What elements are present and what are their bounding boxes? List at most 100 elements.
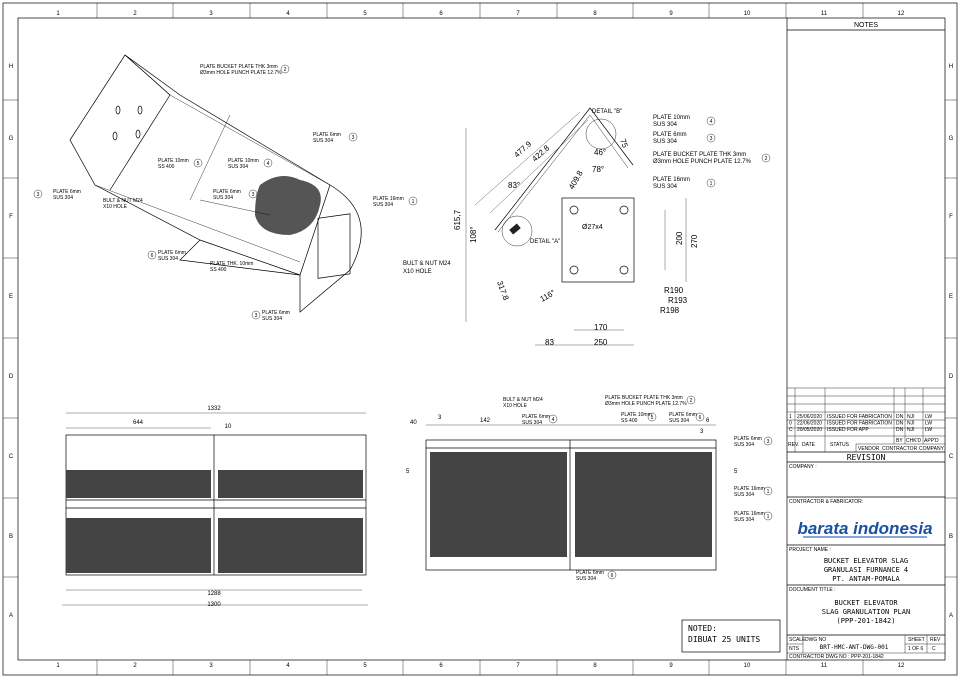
- header-appd: APP'D: [924, 438, 939, 444]
- callout-text: PLATE 6mm: [313, 132, 341, 138]
- callout-text: PLATE 6mm: [669, 412, 697, 418]
- callout-text: SUS 304: [669, 418, 689, 424]
- balloon: [607, 570, 617, 580]
- header-company: COMPANY: [919, 446, 945, 452]
- rev-status: ISSUED FOR FABRICATION: [827, 421, 892, 427]
- column-number: 1: [56, 663, 60, 669]
- rev-approved: LW: [925, 427, 932, 433]
- noted-text: DIBUAT 25 UNITS: [688, 635, 760, 644]
- callout-text: SUS 304: [734, 442, 754, 448]
- callout-text: PLATE 6mm: [734, 436, 762, 442]
- column-number: 1: [56, 11, 60, 17]
- dimension-value: 83: [545, 338, 554, 347]
- project-line: PT. ANTAM-POMALA: [832, 575, 900, 583]
- callout-text: PLATE 16mm: [734, 511, 765, 517]
- balloon: [408, 196, 418, 206]
- sheet-label: SHEET: [908, 637, 925, 643]
- notes-header: NOTES: [854, 22, 878, 29]
- callout-text: SUS 304: [734, 492, 754, 498]
- rev-checked: NJI: [907, 414, 915, 420]
- callout-text: SUS 304: [653, 139, 678, 145]
- dimension-value: 78°: [592, 165, 604, 174]
- balloon: [706, 133, 716, 143]
- callout-text: BULT & NUT M24: [103, 198, 143, 204]
- dimension-value: 40: [410, 420, 417, 426]
- header-date: DATE: [802, 442, 816, 448]
- detail-b-label: DETAIL "B": [592, 109, 622, 115]
- dimension-value: 83°: [508, 181, 520, 190]
- rev-by: DN: [896, 414, 904, 420]
- rev-number: 0: [789, 421, 792, 427]
- contractor-dwg-no: CONTRACTOR DWG NO : PPP-201-1842: [789, 654, 884, 660]
- balloon-number: 3: [767, 439, 770, 445]
- balloon-number: 2: [690, 398, 693, 404]
- dimension-value: 75: [618, 138, 630, 150]
- doc-line: BUCKET ELEVATOR: [834, 599, 898, 607]
- rev-status: ISSUED FOR APP: [827, 427, 869, 433]
- dimension-value: 1288: [207, 591, 221, 597]
- callout-text: PLATE 6mm: [53, 189, 81, 195]
- mount-plate: [561, 197, 635, 283]
- column-number: 12: [898, 11, 905, 17]
- row-letter: F: [9, 214, 13, 220]
- callout-text: Ø3mm HOLE PUNCH PLATE 12.7%: [605, 401, 687, 407]
- dimension-value: 317.8: [495, 280, 510, 302]
- bolt-label: BULT & NUT M24: [403, 261, 451, 267]
- row-letter: G: [949, 136, 954, 142]
- column-number: 2: [133, 11, 137, 17]
- callout-text: BULT & NUT M24: [503, 397, 543, 403]
- rev-by: DN: [896, 427, 904, 433]
- dimension-value: 200: [675, 231, 684, 245]
- callout-text: PLATE 6mm: [576, 570, 604, 576]
- balloon: [647, 412, 657, 422]
- balloon-number: 1: [412, 199, 415, 205]
- column-number: 5: [363, 663, 367, 669]
- callout-text: SUS 304: [734, 517, 754, 523]
- dimension-value: 5: [406, 469, 410, 475]
- column-number: 7: [516, 663, 520, 669]
- callout-text: PLATE BUCKET PLATE THK 3mm: [605, 395, 683, 401]
- rev-label: REV: [930, 637, 941, 643]
- balloon-number: 6: [611, 573, 614, 579]
- callout-text: PLATE 16mm: [734, 486, 765, 492]
- row-letter: B: [949, 534, 953, 540]
- rev-date: 20/05/2020: [797, 427, 822, 433]
- rev-number: C: [789, 427, 793, 433]
- callout-text: SUS 304: [373, 202, 393, 208]
- dimension-value: 10: [225, 424, 232, 430]
- row-letter: B: [9, 534, 13, 540]
- isometric-view: [69, 54, 362, 313]
- rev-date: 22/06/2020: [797, 421, 822, 427]
- callout-text: PLATE BUCKET PLATE THK 3mm: [653, 152, 746, 158]
- rev-by: DN: [896, 421, 904, 427]
- header-contractor: CONTRACTOR: [882, 446, 918, 452]
- scale-label: SCALE: [789, 637, 806, 643]
- balloon-number: 5: [197, 161, 200, 167]
- column-number: 8: [593, 663, 597, 669]
- bolt-label: X10 HOLE: [403, 269, 432, 275]
- row-letter: C: [9, 454, 14, 460]
- balloon: [763, 486, 773, 496]
- dimension-value: 3: [438, 415, 442, 421]
- detail-a-circle: [501, 215, 533, 247]
- balloon: [706, 116, 716, 126]
- dwg-no: BRT-HMC-ANT-DWG-001: [820, 644, 889, 651]
- hole-label: Ø27x4: [582, 224, 603, 231]
- sheet-value: 1 OF 6: [908, 646, 924, 652]
- rev-status: ISSUED FOR FABRICATION: [827, 414, 892, 420]
- callout-text: PLATE 6mm: [213, 189, 241, 195]
- balloon-number: 5: [651, 415, 654, 421]
- callout-text: X10 HOLE: [103, 204, 128, 210]
- callout-text: SUS 304: [313, 138, 333, 144]
- balloon-number: 4: [267, 161, 270, 167]
- balloon-number: 4: [552, 417, 555, 423]
- inner-border: [17, 17, 946, 661]
- dimension-value: 142: [480, 418, 491, 424]
- scale-value: NTS: [789, 646, 800, 652]
- callout-text: PLATE 6mm: [653, 132, 687, 138]
- rev-checked: NJI: [907, 421, 915, 427]
